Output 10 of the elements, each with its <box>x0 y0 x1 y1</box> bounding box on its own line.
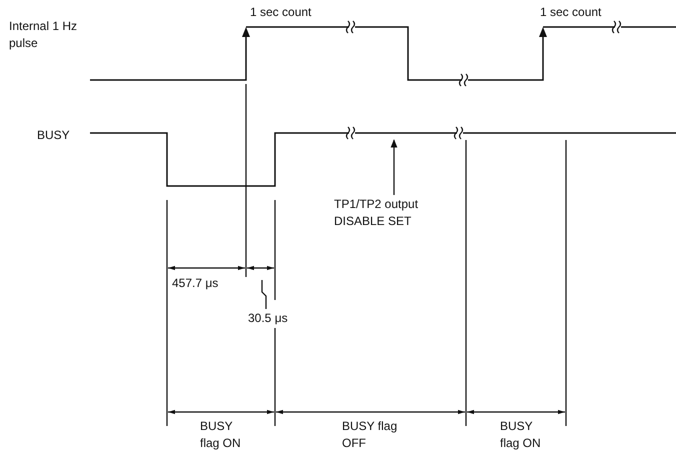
leader-line <box>390 139 398 195</box>
signal-label: 1 sec count <box>540 5 602 19</box>
signal-label: BUSY flag ON <box>500 419 541 450</box>
signal-label: Internal 1 Hz pulse <box>9 19 78 50</box>
signal-label: 457.7 μs <box>172 276 218 290</box>
signal-label: 1 sec count <box>250 5 312 19</box>
signal-label: BUSY flag OFF <box>342 419 398 450</box>
signal-label: BUSY <box>37 128 70 142</box>
signal-label: BUSY flag ON <box>200 419 241 450</box>
leader-line <box>261 280 267 309</box>
